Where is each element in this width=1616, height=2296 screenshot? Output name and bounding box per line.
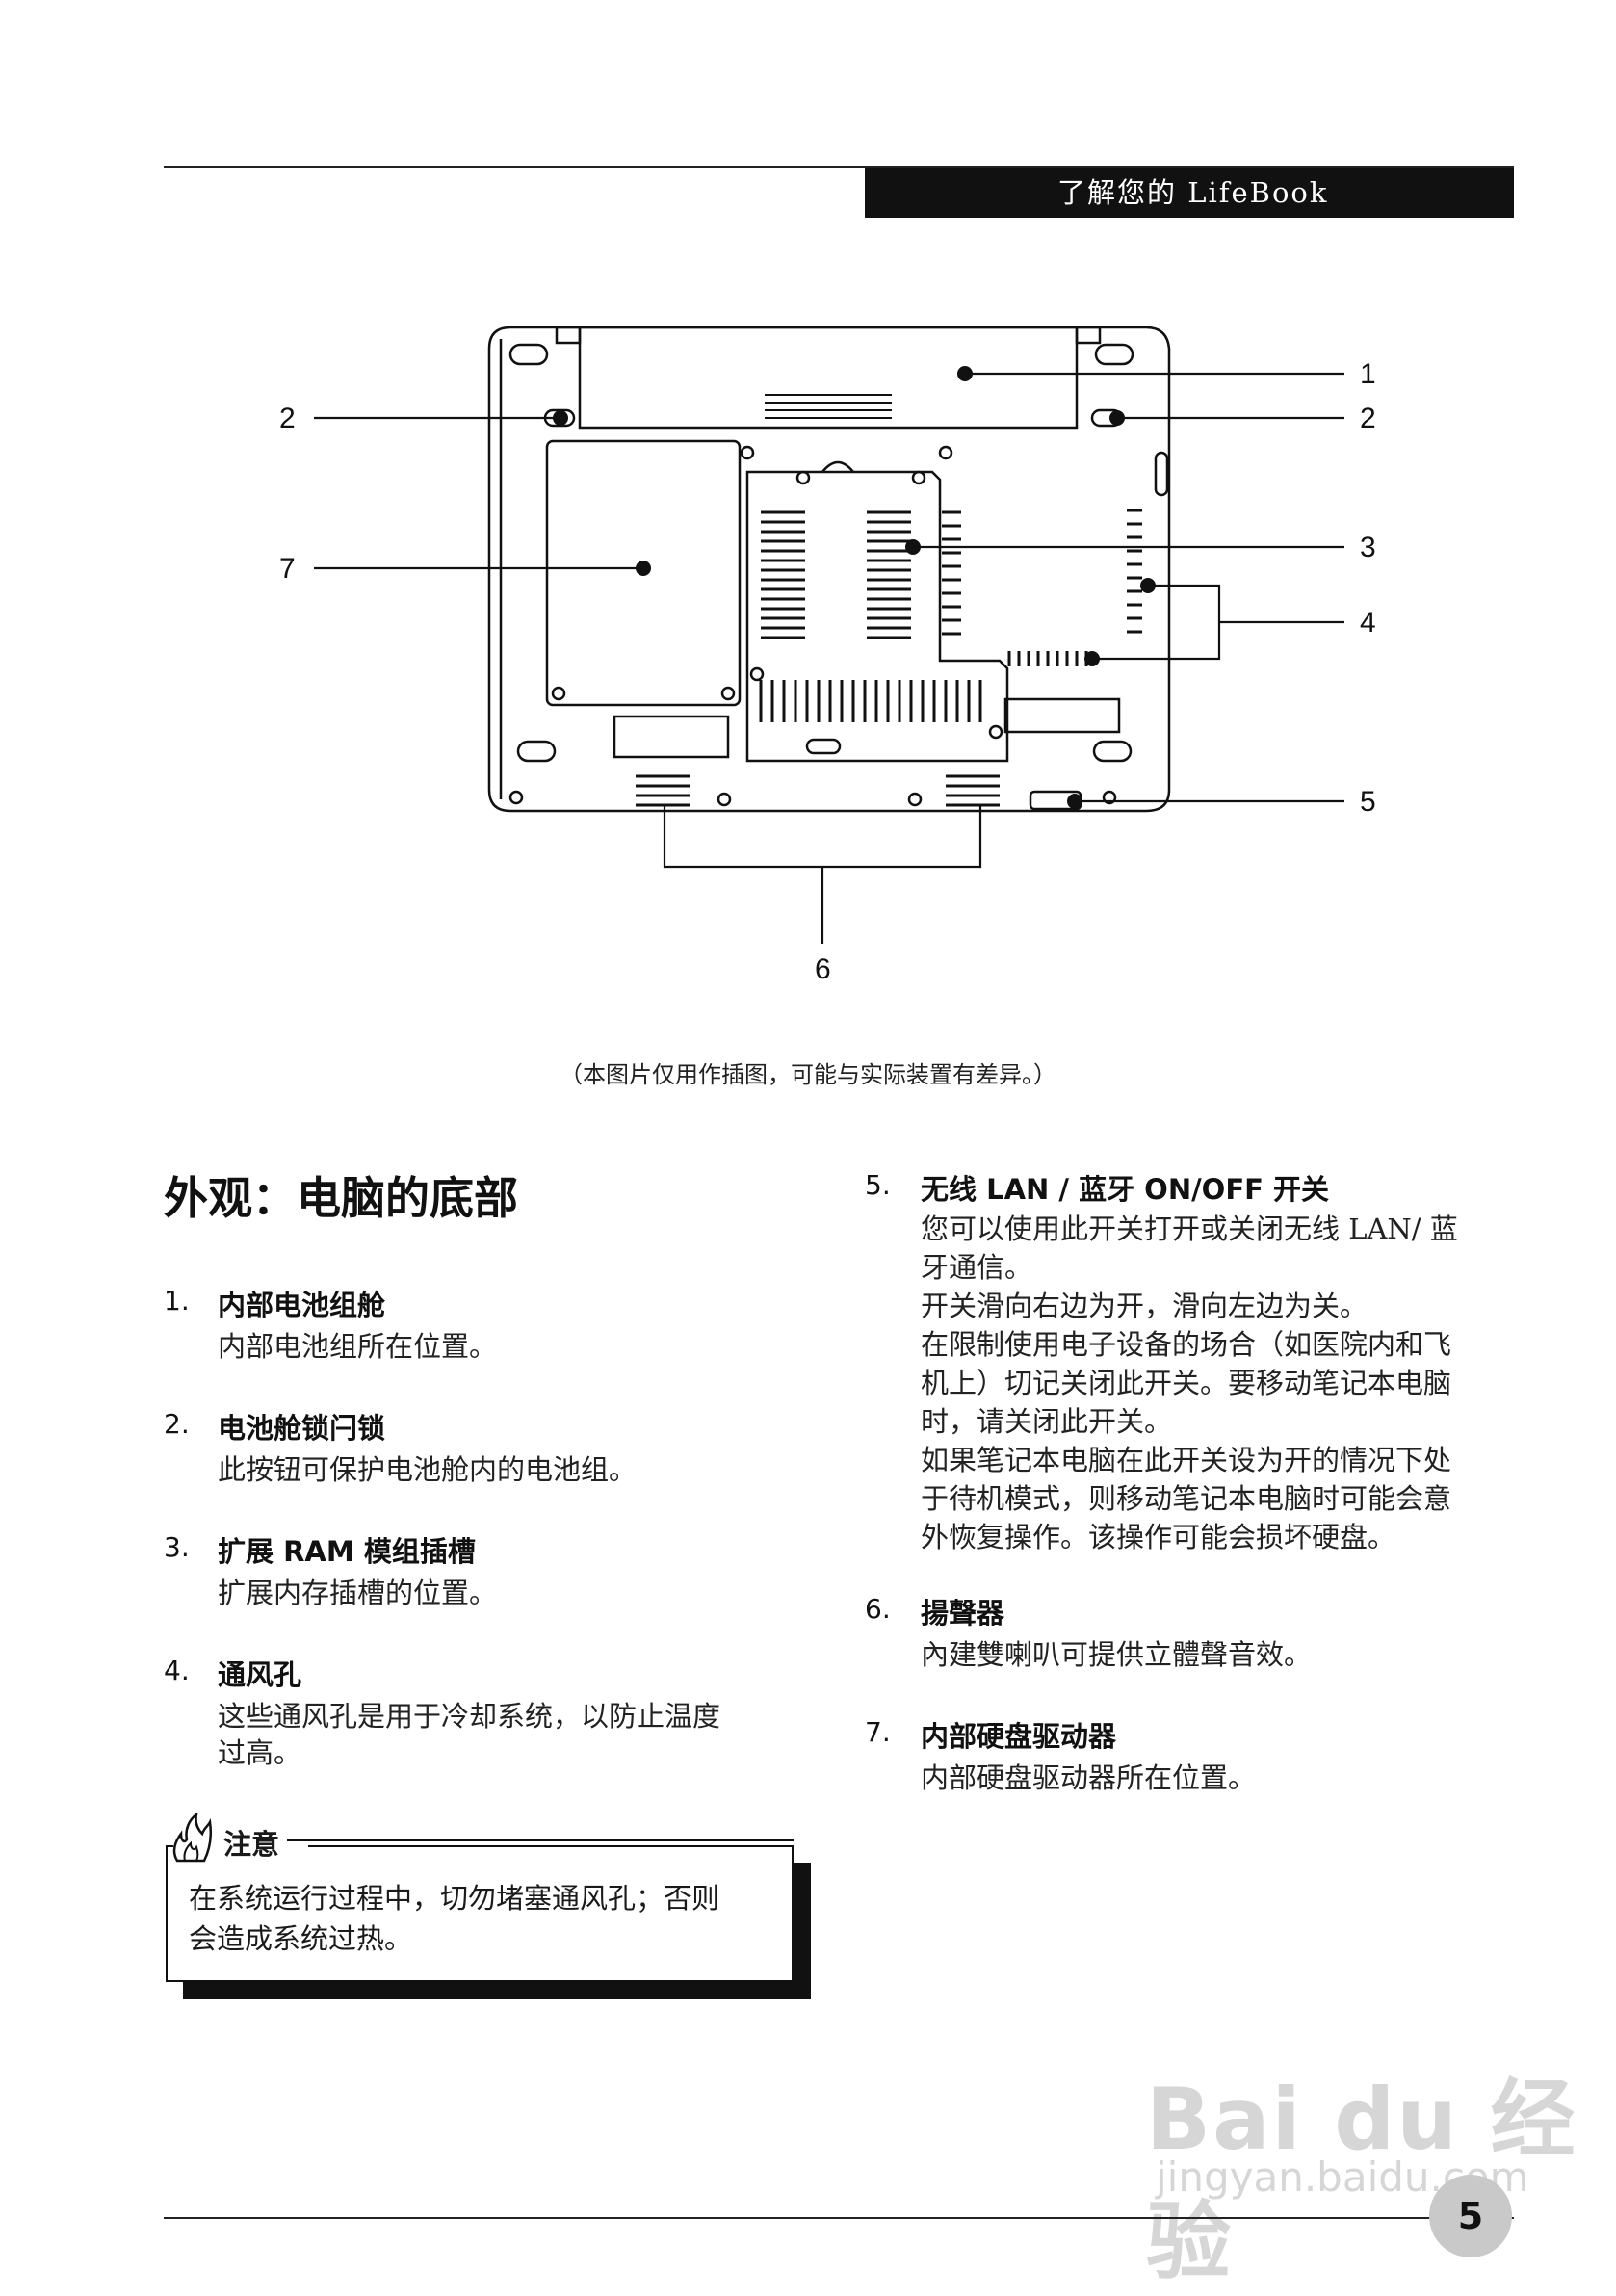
item-5-body-line-2: 牙通信。 [921,1251,1033,1284]
item-7-number: 7. [865,1716,891,1748]
figure-caption: （本图片仅用作插图，可能与实际装置有差异。） [560,1061,1056,1088]
header-rule [164,166,1514,168]
callout-3: 3 [1360,532,1376,563]
item-4-heading: 通风孔 [218,1658,302,1691]
item-6-number: 6. [865,1593,891,1625]
header-title: 了解您的 LifeBook [1057,176,1329,209]
caution-box [166,1845,794,1982]
callout-4: 4 [1360,607,1376,639]
item-5-body-line-1: 您可以使用此开关打开或关闭无线 LAN/ 蓝 [921,1213,1458,1245]
flame-warning-icon [172,1813,212,1863]
caution-text-line-2: 会造成系统过热。 [189,1922,413,1955]
callout-1: 1 [1360,358,1376,390]
item-4-body-line-2: 过高。 [218,1736,302,1769]
callout-7: 7 [279,553,296,585]
baidu-watermark: Bai du 经验 [1146,2070,1577,2291]
item-3-body: 扩展内存插槽的位置。 [218,1577,498,1609]
item-1-heading: 内部电池组舱 [218,1289,386,1321]
caution-label-rule [287,1839,794,1841]
caution-label: 注意 [223,1828,280,1861]
laptop-bottom-diagram: 1 2 2 3 4 5 6 7 [279,326,1376,985]
caution-text-line-1: 在系统运行过程中，切勿堵塞通风孔；否则 [189,1882,720,1915]
item-5-heading: 无线 LAN / 蓝牙 ON/OFF 开关 [921,1173,1330,1206]
item-4-number: 4. [164,1655,190,1686]
item-2-heading: 电池舱锁闩锁 [218,1412,386,1445]
item-5-body-line-7: 如果笔记本电脑在此开关设为开的情况下处 [921,1444,1452,1476]
item-5-body-line-6: 时，请关闭此开关。 [921,1405,1173,1438]
item-7-body: 内部硬盘驱动器所在位置。 [921,1761,1257,1794]
item-4-body-line-1: 这些通风孔是用于冷却系统，以防止温度 [218,1700,721,1733]
footer-rule [164,2217,1514,2219]
item-5-body: 您可以使用此开关打开或关闭无线 LAN/ 蓝 牙通信。 开关滑向右边为开，滑向左… [921,1210,1514,1556]
caution-text: 在系统运行过程中，切勿堵塞通风孔；否则 会造成系统过热。 [189,1878,776,1959]
item-1-body: 内部电池组所在位置。 [218,1330,498,1363]
item-5-body-line-4: 在限制使用电子设备的场合（如医院内和飞 [921,1328,1452,1361]
item-2-body: 此按钮可保护电池舱内的电池组。 [218,1453,638,1486]
callout-5: 5 [1360,786,1376,818]
item-5-body-line-3: 开关滑向右边为开，滑向左边为关。 [921,1290,1368,1322]
item-5-number: 5. [865,1169,891,1201]
section-title: 外观：电脑的底部 [164,1172,518,1224]
item-5-body-line-5: 机上）切记关闭此开关。要移动笔记本电脑 [921,1367,1452,1399]
item-6-body: 內建雙喇叭可提供立體聲音效。 [921,1638,1313,1671]
header-bar [865,168,1514,218]
page-number-badge [1429,2175,1512,2257]
item-1-number: 1. [164,1285,190,1317]
item-5-body-line-9: 外恢复操作。该操作可能会损坏硬盘。 [921,1521,1396,1553]
callout-2-right: 2 [1360,403,1376,434]
item-2-number: 2. [164,1408,190,1440]
item-6-heading: 揚聲器 [921,1597,1005,1630]
item-5-body-line-8: 于待机模式，则移动笔记本电脑时可能会意 [921,1482,1452,1515]
item-3-heading: 扩展 RAM 模组插槽 [218,1535,476,1568]
callout-2-left: 2 [279,403,296,434]
callout-6: 6 [815,953,831,985]
item-7-heading: 内部硬盘驱动器 [921,1720,1117,1753]
page-number: 5 [1457,2195,1484,2237]
item-3-number: 3. [164,1531,190,1563]
